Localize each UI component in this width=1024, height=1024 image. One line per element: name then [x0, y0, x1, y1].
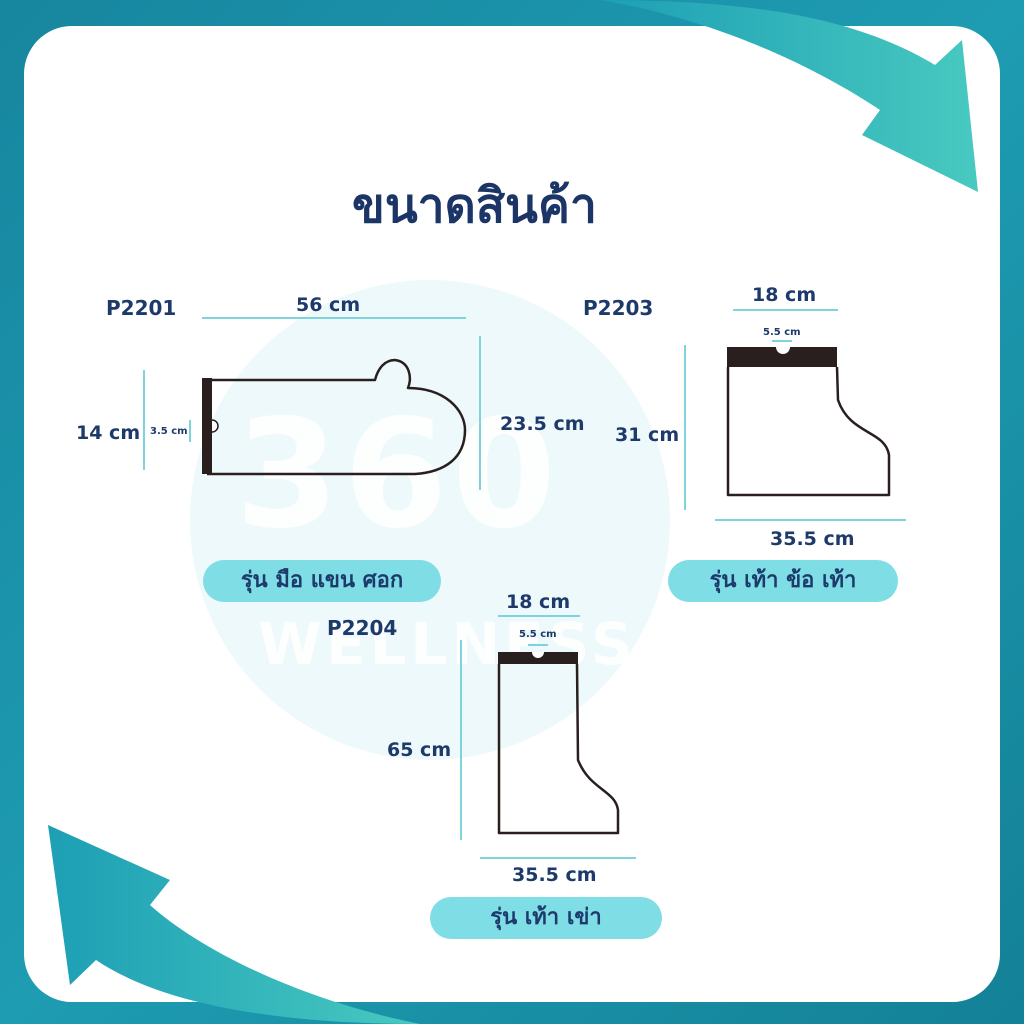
- ankle-boot-hole-label: 5.5 cm: [763, 327, 801, 338]
- glove-dimension-lines: [143, 317, 481, 490]
- glove-opening-label: 14 cm: [76, 422, 141, 444]
- glove-width-label: 56 cm: [296, 294, 361, 316]
- glove-height-label: 23.5 cm: [500, 413, 585, 435]
- product-code-p2201: P2201: [106, 296, 177, 320]
- arrow-top-right: [600, 0, 978, 192]
- knee-boot-dimension-lines: [460, 615, 636, 859]
- product-code-p2204: P2204: [327, 616, 398, 640]
- ankle-boot-dimension-lines: [684, 309, 906, 521]
- knee-boot-height-label: 65 cm: [387, 739, 452, 761]
- arrow-bottom-left: [48, 825, 420, 1024]
- knee-boot-outline: [497, 652, 620, 835]
- product-code-p2203: P2203: [583, 296, 654, 320]
- knee-boot-bottom-label: 35.5 cm: [512, 864, 597, 886]
- ankle-boot-outline: [726, 347, 891, 497]
- knee-boot-top-label: 18 cm: [506, 591, 571, 613]
- ankle-boot-bottom-label: 35.5 cm: [770, 528, 855, 550]
- glove-outline: [202, 358, 467, 476]
- ankle-boot-top-label: 18 cm: [752, 284, 817, 306]
- ankle-boot-height-label: 31 cm: [615, 424, 680, 446]
- glove-opening-inner-label: 3.5 cm: [150, 426, 188, 437]
- label-pill-p2201: รุ่น มือ แขน ศอก: [203, 560, 441, 602]
- knee-boot-hole-label: 5.5 cm: [519, 629, 557, 640]
- page-title: ขนาดสินค้า: [352, 178, 597, 234]
- label-pill-p2203: รุ่น เท้า ข้อ เท้า: [668, 560, 898, 602]
- watermark-circle: [190, 280, 670, 760]
- label-pill-p2204: รุ่น เท้า เข่า: [430, 897, 662, 939]
